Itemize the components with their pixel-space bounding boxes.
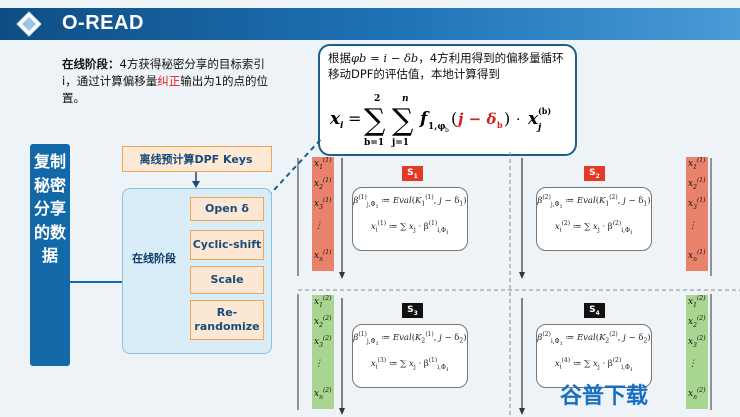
svg-text:b: b <box>445 127 449 134</box>
left-bar-text: 复制秘密分享的数据 <box>33 152 66 265</box>
left-label-bar <box>30 144 70 366</box>
server-s2-formula: β(2)j,Φ1 ≔ Eval(K1(2), j − δ1) xi(2) ≔ ∑… <box>536 187 652 251</box>
step-open-delta: Open δ <box>190 197 264 221</box>
step-cyclic-shift: Cyclic-shift <box>190 230 264 260</box>
svg-text:f: f <box>419 109 430 129</box>
svg-text:i: i <box>340 121 344 131</box>
share2-column-left: x1(2) x2(2) x3(2) ⋮ xn(2) <box>312 295 334 409</box>
diamond-logo-icon <box>16 11 42 37</box>
svg-text:b=1: b=1 <box>364 138 384 148</box>
svg-text:x: x <box>329 109 341 129</box>
online-desc-text-b: 输出为1的点的位置。 <box>62 74 269 105</box>
offline-precompute-label: 离线预计算DPF Keys <box>139 153 253 166</box>
svg-text:(: ( <box>451 109 457 128</box>
callout-text: 根据φb = i − δb，4方利用得到的偏移量循环移动DPF的评估值，本地计算… <box>328 50 566 82</box>
online-stage-label: 在线阶段： <box>62 57 120 71</box>
share1-column-left: x1(1) x2(1) x3(1) ⋮ xn(1) <box>312 157 334 271</box>
share2-column-right: x1(2) x2(2) x3(2) ⋮ xn(2) <box>686 295 708 409</box>
svg-text:1,φ: 1,φ <box>428 122 446 132</box>
callout-formula: x i = ∑ 2 b=1 ∑ n j=1 f 1,φ b ( j − δ b … <box>329 94 551 148</box>
svg-text:2: 2 <box>374 94 380 104</box>
server-s2-label: S2 <box>584 166 605 181</box>
server-s4-label: S4 <box>584 303 605 318</box>
server-s1-formula: β(1)j,Φ1 ≔ Eval(K1(1), j − δ1) xi(1) ≔ ∑… <box>352 187 468 251</box>
offline-precompute-box <box>122 146 272 172</box>
svg-text:·: · <box>516 112 520 128</box>
svg-text:b: b <box>497 120 503 130</box>
callout-phi-expression: φb = i − δb <box>351 51 419 65</box>
share1-column-right: x1(1) x2(1) x3(1) ⋮ xn(1) <box>686 157 708 271</box>
svg-text:(b): (b) <box>538 106 551 116</box>
server-s4-formula: β(2)i,Φ1 ≔ Eval(K2(2), j − δ2) xi(4) ≔ ∑… <box>536 324 652 388</box>
server-s3-label: S3 <box>402 303 423 318</box>
svg-text:n: n <box>402 94 409 104</box>
svg-text:=: = <box>348 109 361 128</box>
online-stage-description: 在线阶段：4方获得秘密分享的目标索引i，通过计算偏移量纠正输出为1的点的位置。 <box>62 56 277 107</box>
watermark-text: 谷普下载 <box>560 384 649 409</box>
step-scale: Scale <box>190 266 264 294</box>
svg-text:j: j <box>536 123 542 133</box>
svg-text:x: x <box>527 109 539 129</box>
online-desc-text-a: 4方获得秘密分享的目标索引i，通过计算偏移量 <box>62 57 265 88</box>
online-desc-highlight: 纠正 <box>157 74 181 88</box>
page-title: O-READ <box>62 12 144 34</box>
server-s3-formula: β(1)j,Φ1 ≔ Eval(K2(1), j − δ2) xi(3) ≔ ∑… <box>352 324 468 388</box>
svg-text:∑: ∑ <box>364 103 386 138</box>
callout-text-b: ，4方利用得到的偏移量循环移动DPF的评估值，本地计算得到 <box>328 51 564 81</box>
svg-text:j − δ: j − δ <box>455 110 496 128</box>
svg-text:∑: ∑ <box>392 103 414 138</box>
title-bar <box>0 8 740 40</box>
formula-callout <box>318 44 577 156</box>
step-re-randomize: Re-randomize <box>190 300 264 340</box>
server-s1-label: S1 <box>402 166 423 181</box>
svg-text:j=1: j=1 <box>391 138 409 148</box>
online-stage-box-label: 在线阶段 <box>132 252 176 265</box>
callout-text-a: 根据 <box>328 51 351 65</box>
svg-text:): ) <box>504 109 510 128</box>
